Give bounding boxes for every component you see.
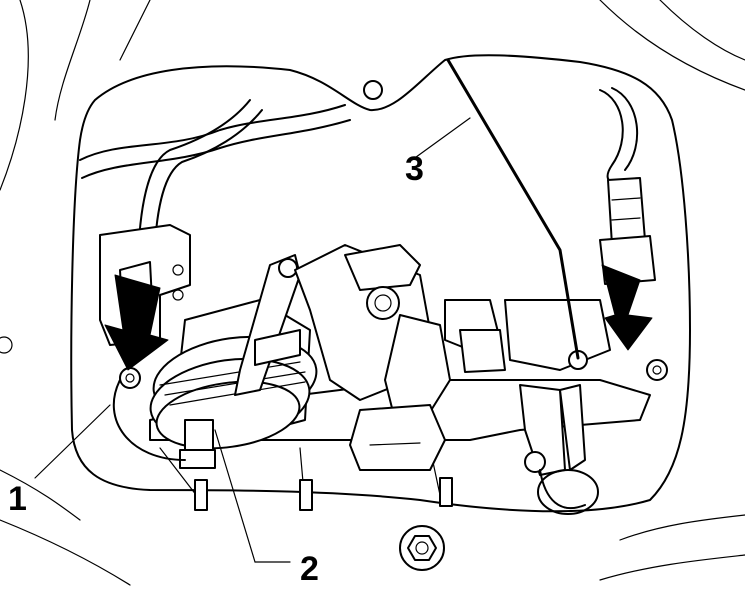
callout-1-label: 1 xyxy=(8,480,27,518)
wire-harness xyxy=(79,87,638,263)
lock-actuator xyxy=(149,299,318,469)
pull-rod xyxy=(446,58,580,360)
callout-3-leader xyxy=(411,117,471,161)
callout-2-leader xyxy=(214,429,256,563)
down-arrow-icon xyxy=(601,264,653,351)
down-arrow-icon xyxy=(104,274,169,371)
door-panel-contours xyxy=(0,0,745,586)
hex-nut xyxy=(399,525,445,571)
callout-2-label: 2 xyxy=(300,550,319,588)
panel-hole xyxy=(363,80,383,100)
latch-housing xyxy=(294,244,611,476)
callout-3-label: 3 xyxy=(405,150,424,188)
panel-cutout xyxy=(70,54,691,513)
cable-loops xyxy=(524,451,599,515)
callout-1-leader xyxy=(34,404,111,479)
mounting-bolt-left xyxy=(119,367,141,389)
ground-cable xyxy=(112,379,186,461)
actuator-lever xyxy=(234,254,301,396)
mounting-bolt-right xyxy=(646,359,668,381)
